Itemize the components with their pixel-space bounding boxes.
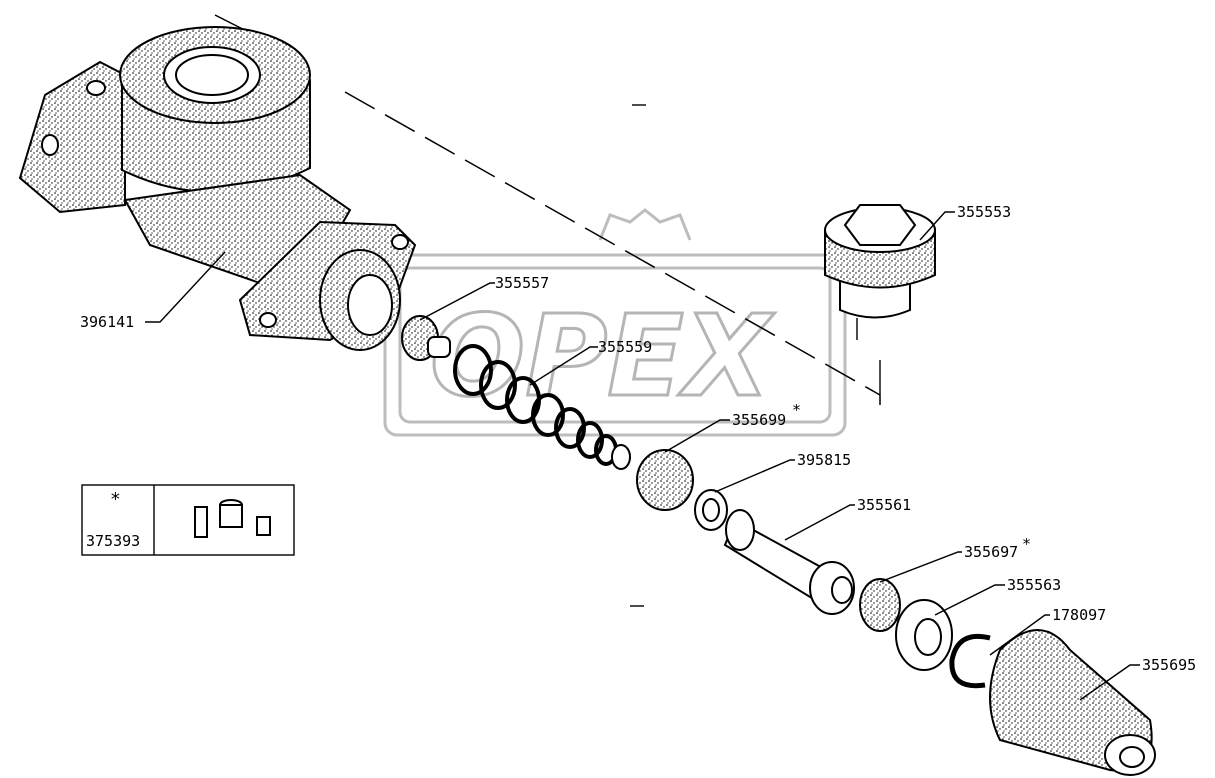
label-396141: 396141 bbox=[80, 313, 134, 331]
star-355699: * bbox=[792, 401, 801, 419]
seal-355699 bbox=[636, 449, 694, 511]
boot-355695 bbox=[989, 629, 1156, 776]
washer-355563 bbox=[895, 599, 953, 671]
cap-355553 bbox=[824, 204, 936, 319]
label-355553: 355553 bbox=[957, 203, 1011, 221]
washer-395815 bbox=[694, 489, 728, 531]
spring-355559 bbox=[453, 344, 631, 470]
kit-marker: * bbox=[110, 489, 121, 510]
part-labels: 396141 355557 355559 355699 * 395815 355… bbox=[80, 203, 1196, 674]
leader-lines bbox=[145, 211, 1140, 701]
watermark-text: OPEX bbox=[430, 292, 775, 422]
kit-number: 375393 bbox=[86, 532, 140, 550]
seal-355697 bbox=[859, 578, 901, 632]
label-355699: 355699 bbox=[732, 411, 786, 429]
label-355697: 355697 bbox=[964, 543, 1018, 561]
label-355557: 355557 bbox=[495, 274, 549, 292]
label-395815: 395815 bbox=[797, 451, 851, 469]
watermark: OPEX bbox=[383, 208, 847, 437]
star-355697: * bbox=[1022, 535, 1031, 553]
label-355561: 355561 bbox=[857, 496, 911, 514]
kit-box: * 375393 bbox=[81, 484, 295, 556]
circlip-178097 bbox=[949, 633, 991, 689]
label-355695: 355695 bbox=[1142, 656, 1196, 674]
part-355557 bbox=[401, 315, 451, 361]
label-355563: 355563 bbox=[1007, 576, 1061, 594]
cylinder-body bbox=[18, 26, 417, 351]
label-355559: 355559 bbox=[598, 338, 652, 356]
label-178097: 178097 bbox=[1052, 606, 1106, 624]
piston-355561 bbox=[723, 509, 855, 615]
